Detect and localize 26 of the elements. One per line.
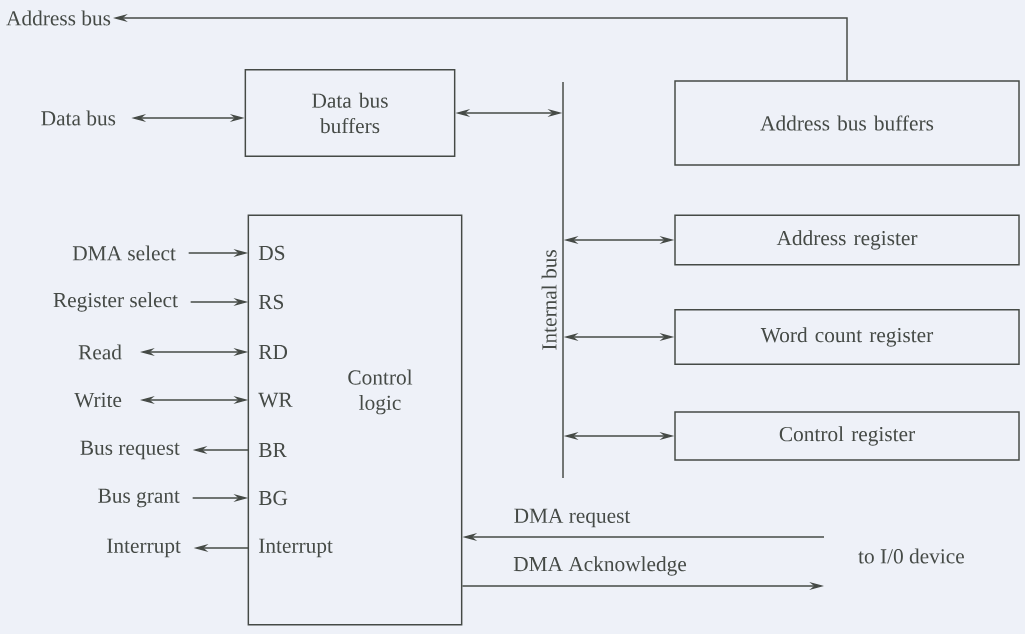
pin-label: BG [258, 490, 288, 506]
signal-label: to I/0 device [858, 548, 964, 564]
box-title: Control logic [348, 369, 413, 415]
register-box: Control register [674, 411, 1020, 461]
bus-label: Internal bus [541, 250, 557, 350]
edge-label: DMA request [512, 507, 632, 529]
signal-label: Bus request [80, 440, 180, 460]
pin-label: BR [258, 443, 287, 457]
signal-label: Address bus [6, 10, 111, 26]
pin-label: WR [258, 392, 293, 408]
signal-label: Write [74, 392, 122, 408]
signal-label: Interrupt [107, 538, 181, 558]
signal-label: DMA select [72, 245, 176, 261]
signal-label: Register select [53, 292, 178, 312]
pin-label: RD [258, 345, 288, 359]
register-box: Data bus buffers [244, 68, 456, 158]
pin-label: DS [258, 245, 285, 261]
edge-label: DMA Acknowledge [511, 554, 689, 578]
signal-label: Read [78, 344, 122, 360]
signal-label: Data bus [41, 110, 116, 126]
pin-label: Interrupt [259, 538, 333, 558]
register-box: Address bus buffers [674, 80, 1020, 166]
register-box: Word count register [674, 308, 1020, 366]
register-box: Address register [674, 214, 1020, 266]
pin-label: RS [258, 294, 284, 310]
signal-label: Bus grant [98, 488, 180, 508]
